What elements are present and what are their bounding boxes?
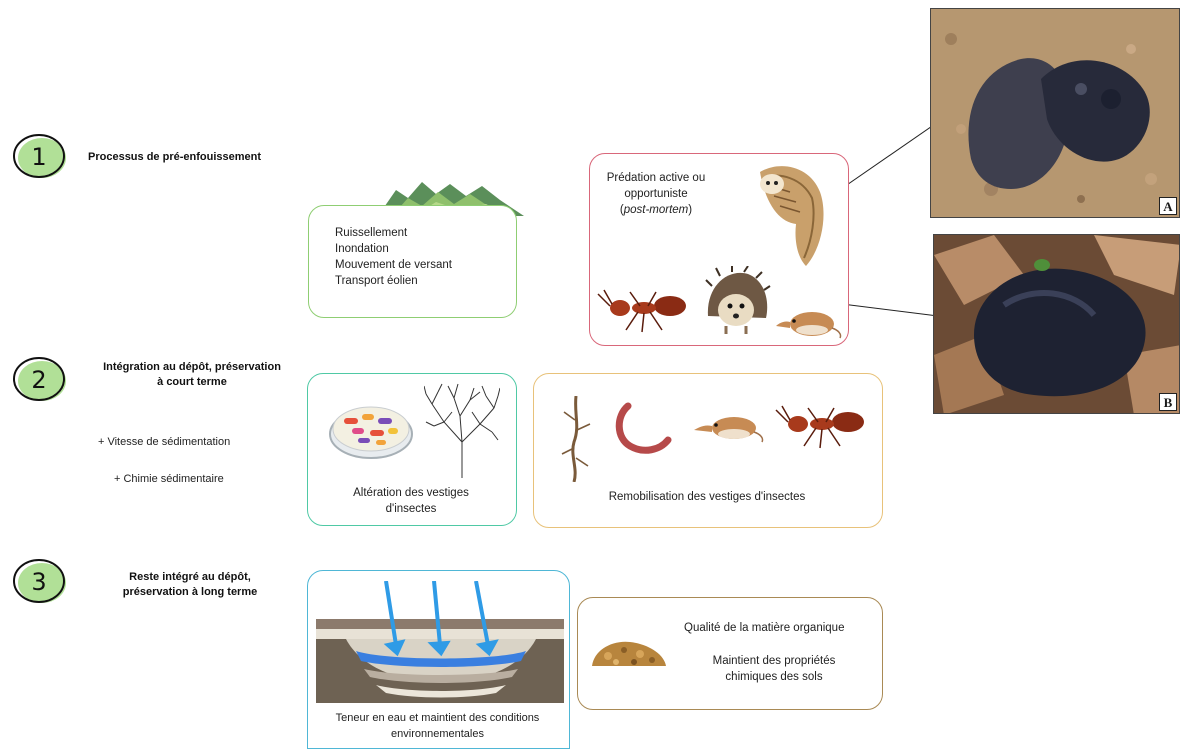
photo-a-label: A [1159,197,1177,215]
remobilisation-label: Remobilisation des vestiges d'insectes [534,489,880,505]
transport-item: Mouvement de versant [335,257,452,273]
organic-line-3: chimiques des sols [674,669,874,685]
transport-box: Ruissellement Inondation Mouvement de ve… [308,205,517,318]
alteration-line-2: d'insectes [308,501,514,517]
alteration-box: Altération des vestiges d'insectes [307,373,517,526]
earthworm-icon [614,400,674,454]
predation-box: Prédation active ou opportuniste (post-m… [589,153,849,346]
predation-line-2: opportuniste [596,186,716,202]
water-line-1: Teneur en eau et maintient des condition… [308,710,567,726]
predation-line-3: (post-mortem) [596,202,716,218]
soil-profile-icon [316,581,564,703]
shrew-icon [776,304,842,340]
ant-icon [594,288,690,334]
transport-item: Inondation [335,241,452,257]
predation-line-1: Prédation active ou [596,170,716,186]
petri-dish-icon [328,396,414,462]
pellet-photo-a-icon [931,9,1180,218]
fungal-mycelium-icon [424,382,500,478]
photo-b: B [933,234,1180,414]
organic-line-1: Qualité de la matière organique [684,620,844,636]
shrew-icon [694,410,764,444]
hedgehog-icon [702,266,772,336]
water-box: Teneur en eau et maintient des condition… [307,570,570,749]
alteration-line-1: Altération des vestiges [308,485,514,501]
organic-matter-icon [588,636,670,672]
organic-line-2: Maintient des propriétés [674,653,874,669]
water-line-2: environnementales [308,726,567,742]
photo-b-label: B [1159,393,1177,411]
ant-icon [772,404,868,450]
photo-a: A [930,8,1180,218]
organic-box: Qualité de la matière organique Maintien… [577,597,883,710]
owl-icon [750,162,834,270]
transport-item: Transport éolien [335,273,452,289]
remobilisation-box: Remobilisation des vestiges d'insectes [533,373,883,528]
pellet-photo-b-icon [934,235,1180,414]
transport-item: Ruissellement [335,225,452,241]
root-icon [560,396,594,482]
